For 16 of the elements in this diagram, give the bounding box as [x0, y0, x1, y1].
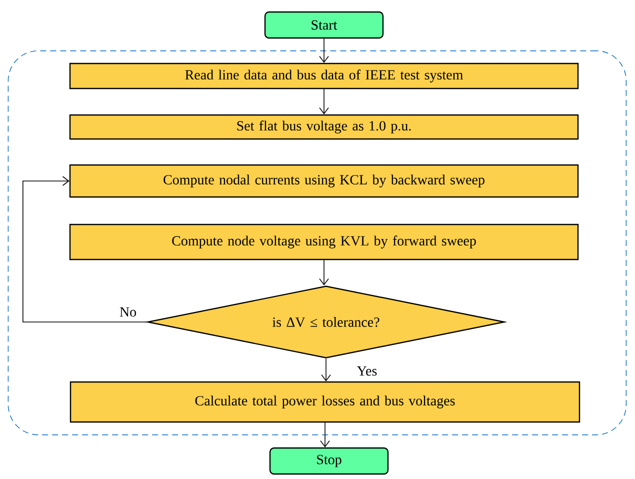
edge-label: Yes — [356, 366, 377, 376]
process-box: Calculate total power losses and bus voltages — [70, 381, 580, 423]
process-box: Compute nodal currents using KCL by backward sweep — [69, 164, 579, 198]
process-box: Read line data and bus data of IEEE test system — [69, 62, 579, 90]
arrow — [321, 358, 331, 382]
arrow — [319, 88, 329, 114]
process-box: Compute node voltage using KVL by forward sweep — [69, 224, 579, 260]
dashed-group-outline — [8, 50, 627, 436]
terminal-box: Start — [264, 11, 384, 39]
terminal-box: Stop — [269, 447, 389, 475]
arrow — [319, 260, 329, 286]
process-box: Set flat bus voltage as 1.0 p.u. — [69, 114, 579, 140]
arrow — [320, 422, 330, 448]
edge-label: No — [120, 307, 136, 317]
arrow — [22, 176, 148, 322]
arrow — [319, 38, 329, 63]
